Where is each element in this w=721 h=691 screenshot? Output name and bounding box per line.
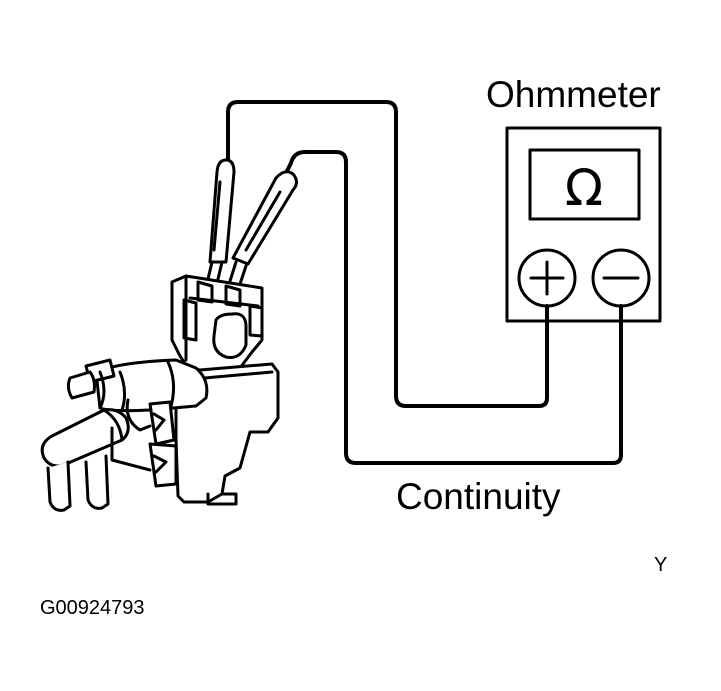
minus-terminal-icon bbox=[591, 248, 651, 308]
vsv-valve-icon bbox=[40, 274, 280, 512]
ohmmeter-label: Ohmmeter bbox=[486, 74, 661, 115]
corner-mark: Y bbox=[654, 554, 668, 576]
ohm-symbol-icon: Ω bbox=[565, 159, 603, 217]
ohmmeter-display bbox=[528, 148, 641, 221]
bottom-port-left bbox=[46, 460, 72, 512]
lead-wires bbox=[226, 100, 623, 465]
right-probe bbox=[224, 170, 298, 298]
plus-terminal-icon bbox=[517, 248, 577, 308]
figure-code: G00924793 bbox=[40, 597, 145, 619]
side-port bbox=[40, 408, 130, 468]
test-probe-icon bbox=[203, 158, 298, 298]
positive-lead-wire bbox=[226, 100, 549, 408]
ohmmeter-body bbox=[505, 126, 662, 323]
left-probe bbox=[203, 158, 236, 294]
negative-lead-wire bbox=[283, 150, 623, 465]
ohmmeter: Ω bbox=[505, 126, 662, 323]
continuity-label: Continuity bbox=[396, 476, 561, 517]
bottom-port-right bbox=[84, 454, 110, 510]
